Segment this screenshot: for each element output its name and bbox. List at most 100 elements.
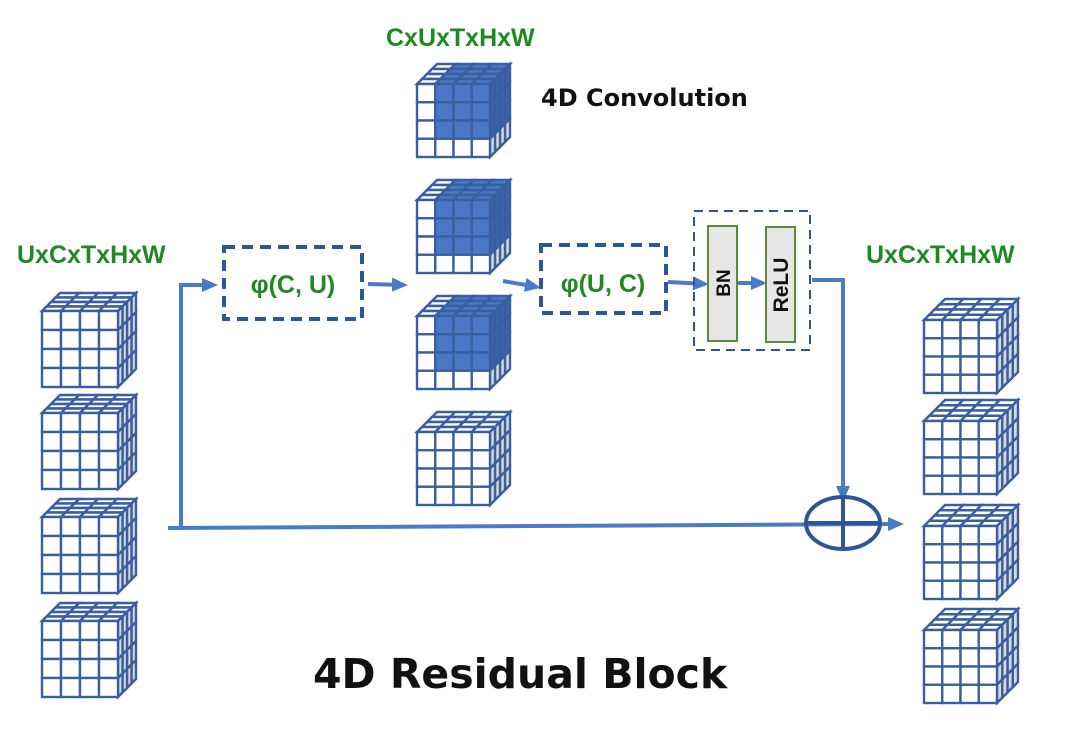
cube-front-cell	[922, 419, 944, 441]
cube-front-cell	[977, 543, 999, 564]
cube-front-cell	[959, 438, 980, 459]
cube-front-cell	[941, 373, 962, 395]
cube-front-cell	[977, 628, 999, 650]
cube-front-cell	[434, 198, 455, 220]
cube-front-cell	[977, 683, 999, 705]
cube-front-cell	[959, 524, 980, 546]
cube-front-cell	[434, 101, 455, 122]
cube-front-cell	[97, 309, 120, 332]
cube-front-cell	[452, 351, 473, 372]
cube-front-cell	[97, 468, 120, 491]
diagram-title: 4D Residual Block	[313, 650, 729, 698]
conv-cube	[414, 409, 513, 508]
cube-front-cell	[97, 638, 120, 661]
cube-front-cell	[434, 217, 455, 238]
cube-front-cell	[97, 347, 120, 370]
cube-front-cell	[959, 561, 980, 582]
cube-front-cell	[434, 119, 455, 140]
cube-front-cell	[959, 373, 980, 395]
cube-front-cell	[922, 373, 944, 395]
cube-front-cell	[434, 314, 455, 336]
skip-connection-line	[167, 517, 904, 532]
cube-front-cell	[40, 572, 63, 595]
cube-front-cell	[941, 318, 962, 340]
cube-front-cell	[922, 579, 944, 601]
cube-front-cell	[40, 638, 63, 661]
cube-front-cell	[941, 355, 962, 376]
output-cube	[921, 296, 1021, 396]
cube-front-cell	[922, 647, 944, 668]
cube-front-cell	[415, 253, 437, 275]
cube-front-cell	[78, 347, 101, 370]
cube-front-cell	[452, 467, 473, 488]
cube-front-cell	[941, 474, 962, 496]
cube-front-cell	[977, 438, 999, 459]
cube-front-cell	[97, 676, 120, 699]
cube-front-cell	[434, 467, 455, 488]
cube-front-cell	[415, 235, 437, 256]
cube-front-cell	[977, 524, 999, 546]
reshape-in-label: φ(C, U)	[251, 271, 336, 299]
output-cube-stack	[921, 296, 1021, 706]
relu-label: ReLU	[770, 258, 793, 313]
cube-front-cell	[434, 82, 455, 104]
cube-front-cell	[97, 328, 120, 351]
cube-front-cell	[977, 419, 999, 441]
cube-front-cell	[941, 647, 962, 668]
cube-front-cell	[40, 657, 63, 680]
conv-cube-active	[414, 293, 513, 392]
cube-front-cell	[415, 485, 437, 507]
cube-front-cell	[59, 366, 82, 389]
cube-front-cell	[97, 411, 120, 434]
arrow-to-reshape-out	[502, 278, 541, 292]
cube-front-cell	[922, 561, 944, 582]
cube-front-cell	[922, 474, 944, 496]
cube-front-cell	[452, 198, 473, 220]
cube-front-cell	[434, 235, 455, 256]
conv-shape-label: CxUxTxHxW	[386, 24, 535, 52]
cube-front-cell	[59, 430, 82, 453]
output-cube	[921, 606, 1021, 706]
cube-front-cell	[959, 318, 980, 340]
bn-block	[707, 225, 738, 342]
cube-front-cell	[922, 456, 944, 477]
skip-branch-up	[179, 278, 218, 526]
cube-front-cell	[78, 449, 101, 472]
cube-front-cell	[40, 309, 63, 332]
cube-front-cell	[977, 474, 999, 496]
conv-cube-stack	[414, 61, 513, 508]
cube-front-cell	[452, 137, 473, 159]
cube-front-cell	[922, 318, 944, 340]
cube-front-cell	[415, 369, 437, 391]
arrow-to-conv	[367, 277, 408, 292]
cube-front-cell	[452, 430, 473, 452]
connections	[167, 276, 904, 532]
cube-front-cell	[434, 137, 455, 159]
input-cube-stack	[39, 290, 139, 700]
cube-front-cell	[959, 683, 980, 705]
cube-front-cell	[415, 198, 437, 220]
cube-front-cell	[959, 628, 980, 650]
cube-front-cell	[977, 456, 999, 477]
cube-front-cell	[977, 561, 999, 582]
cube-front-cell	[97, 572, 120, 595]
cube-front-cell	[40, 449, 63, 472]
cube-front-cell	[40, 619, 63, 642]
cube-front-cell	[97, 619, 120, 642]
cube-front-cell	[40, 676, 63, 699]
cube-front-cell	[40, 366, 63, 389]
cube-front-cell	[97, 515, 120, 538]
cube-front-cell	[415, 101, 437, 122]
cube-front-cell	[959, 543, 980, 564]
cube-front-cell	[941, 438, 962, 459]
cube-front-cell	[922, 524, 944, 546]
cube-front-cell	[470, 217, 492, 238]
cube-front-cell	[59, 676, 82, 699]
cube-front-cell	[959, 355, 980, 376]
cube-front-cell	[959, 579, 980, 601]
cube-front-cell	[415, 351, 437, 372]
cube-front-cell	[59, 411, 82, 434]
cube-front-cell	[470, 198, 492, 220]
cube-front-cell	[40, 553, 63, 576]
cube-front-cell	[40, 468, 63, 491]
